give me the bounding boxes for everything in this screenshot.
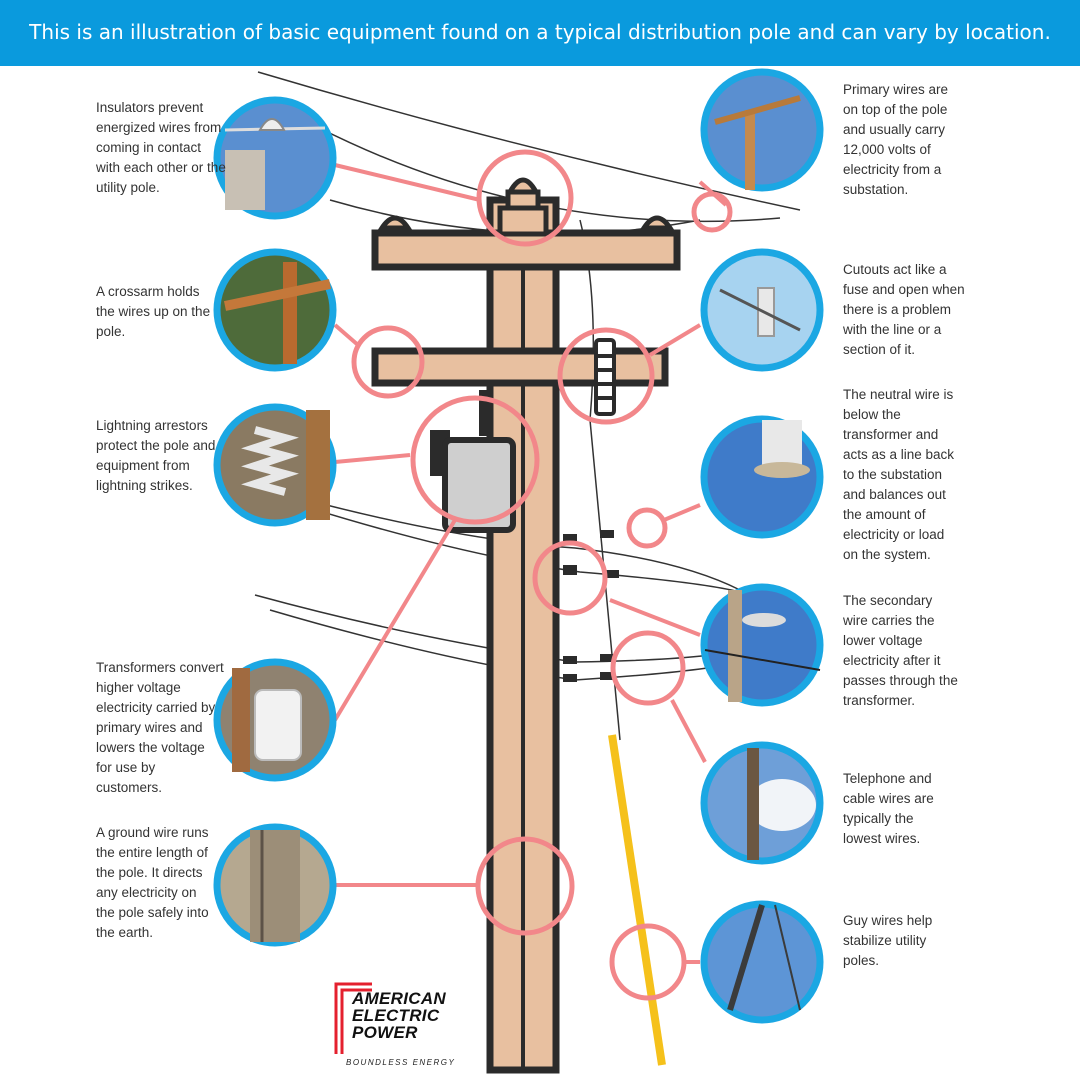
photo-secondary-wire: [700, 583, 824, 707]
logo-line-2: ELECTRIC: [352, 1006, 440, 1025]
photo-insulators: [213, 96, 337, 220]
photo-lightning-arrestors: [213, 403, 337, 527]
photo-guy-wires: [700, 900, 824, 1024]
logo-line-3: POWER: [352, 1023, 418, 1042]
logo-tagline: BOUNDLESS ENERGY: [346, 1058, 456, 1067]
pole-diagram: [213, 68, 824, 1074]
wire-connectors: [563, 530, 619, 682]
photo-primary-wires: [700, 68, 824, 192]
label-lightning-arrestors: Lightning arrestors protect the pole and…: [96, 418, 216, 493]
cutout-shape: [594, 338, 616, 416]
callout-rings: [351, 149, 733, 1001]
aep-logo: AMERICAN ELECTRIC POWER BOUNDLESS ENERGY: [332, 980, 492, 1072]
photo-ground-wire: [213, 823, 337, 947]
label-cutouts: Cutouts act like a fuse and open when th…: [843, 262, 965, 357]
insulator-shapes: [377, 177, 675, 237]
photo-telephone-cable: [700, 741, 824, 865]
transformer-shape: [430, 390, 516, 533]
label-ground-wire: A ground wire runs the entire length of …: [96, 825, 209, 940]
label-telephone-cable: Telephone and cable wires are typically …: [843, 771, 934, 846]
label-insulators: Insulators prevent energized wires from …: [96, 100, 226, 195]
label-neutral-wire: The neutral wire is below the transforme…: [843, 387, 955, 562]
title-banner: This is an illustration of basic equipme…: [0, 0, 1080, 66]
logo-mark: [334, 982, 372, 1054]
label-transformers: Transformers convert higher voltage elec…: [96, 660, 224, 795]
logo-line-1: AMERICAN: [352, 989, 447, 1008]
guy-wire-guard: [608, 734, 666, 1066]
label-primary-wires: Primary wires are on top of the pole and…: [843, 82, 949, 197]
callout-lines: [333, 163, 728, 964]
photo-transformer: [213, 658, 337, 782]
photo-crossarm: [213, 248, 337, 372]
photo-cutouts: [700, 248, 824, 372]
label-guy-wires: Guy wires help stabilize utility poles.: [843, 913, 933, 968]
utility-pole: [486, 196, 560, 1074]
label-crossarm: A crossarm holds the wires up on the pol…: [96, 284, 211, 339]
photo-neutral-wire: [700, 415, 824, 539]
label-secondary-wire: The secondary wire carries the lower vol…: [843, 593, 958, 708]
